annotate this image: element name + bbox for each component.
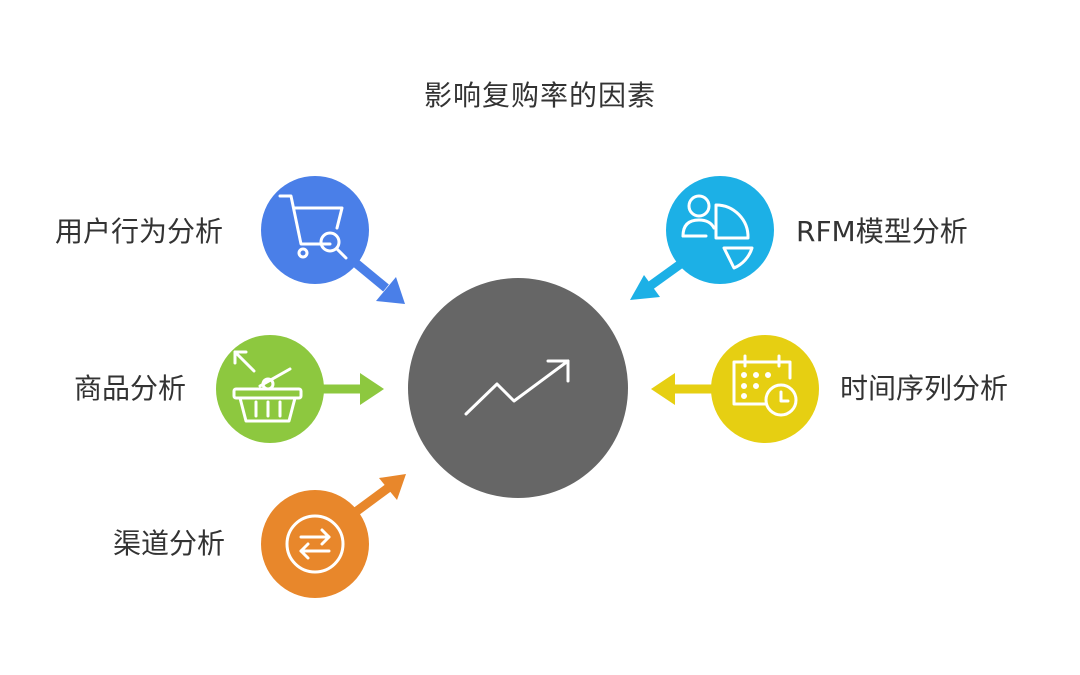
- segment-pie-icon: [681, 194, 754, 270]
- label-user-behavior: 用户行为分析: [55, 215, 224, 248]
- node-user-behavior: [261, 176, 369, 284]
- basket-arrow-icon: [232, 350, 303, 423]
- center-node: [408, 278, 628, 498]
- node-channel: [261, 490, 369, 598]
- node-time-series: [711, 335, 819, 443]
- calendar-clock-icon: [732, 354, 798, 417]
- connector-time-series: [651, 373, 720, 405]
- node-rfm: [666, 176, 774, 284]
- label-rfm: RFM模型分析: [796, 215, 968, 248]
- swap-arrows-icon: [285, 514, 345, 574]
- diagram-title: 影响复购率的因素: [423, 79, 656, 112]
- label-product: 商品分析: [74, 372, 187, 405]
- node-product: [216, 335, 324, 443]
- trend-up-icon: [464, 359, 570, 416]
- label-channel: 渠道分析: [113, 527, 226, 560]
- connector-product: [315, 373, 384, 405]
- label-time-series: 时间序列分析: [840, 372, 1009, 405]
- shopping-cart-search-icon: [278, 194, 348, 260]
